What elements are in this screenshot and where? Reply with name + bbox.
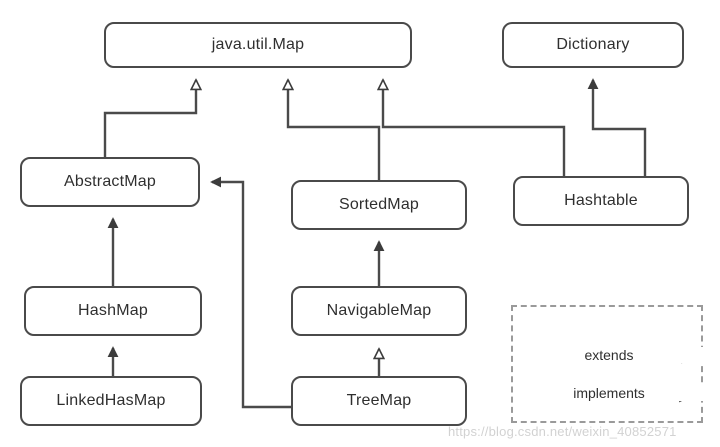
edge-hashtable-implements-map <box>383 80 566 176</box>
class-node-label: NavigableMap <box>326 302 432 319</box>
class-node-hashmap[interactable]: HashMap <box>24 286 202 336</box>
class-node-java-util-map[interactable]: java.util.Map <box>104 22 412 68</box>
class-node-abstractmap[interactable]: AbstractMap <box>20 157 200 207</box>
class-node-label: TreeMap <box>346 392 412 409</box>
class-node-treemap[interactable]: TreeMap <box>291 376 467 426</box>
class-node-label: Hashtable <box>564 192 638 209</box>
legend: extends implements <box>511 305 705 423</box>
class-node-label: HashMap <box>78 302 148 319</box>
class-node-label: LinkedHasMap <box>56 392 166 409</box>
edge-sortedmap-implements-map <box>288 80 381 180</box>
class-node-sortedmap[interactable]: SortedMap <box>291 180 467 230</box>
edge-treemap-extends-abstractmap <box>212 182 291 409</box>
class-node-dictionary[interactable]: Dictionary <box>502 22 684 68</box>
class-node-linkedhasmap[interactable]: LinkedHasMap <box>20 376 202 426</box>
legend-implements-arrow-icon <box>527 385 705 407</box>
class-node-label: java.util.Map <box>211 36 305 53</box>
legend-item-extends: extends <box>513 347 705 369</box>
legend-extends-arrow-icon <box>527 347 705 369</box>
watermark: https://blog.csdn.net/weixin_40852571 <box>448 424 677 439</box>
edge-abstractmap-implements-map <box>103 80 196 157</box>
legend-item-implements: implements <box>513 385 705 407</box>
class-node-label: AbstractMap <box>63 173 156 190</box>
class-node-hashtable[interactable]: Hashtable <box>513 176 689 226</box>
class-node-navigablemap[interactable]: NavigableMap <box>291 286 467 336</box>
class-node-label: Dictionary <box>556 36 630 53</box>
class-node-label: SortedMap <box>338 196 420 213</box>
edge-hashtable-extends-dictionary <box>593 80 647 176</box>
